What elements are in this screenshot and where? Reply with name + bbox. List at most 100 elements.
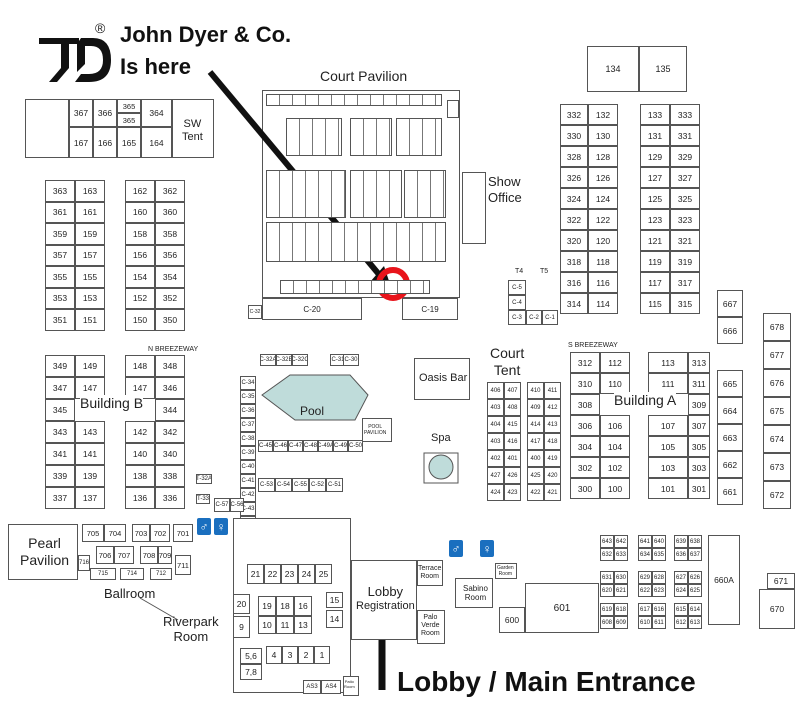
booth[interactable]: 154 (125, 266, 155, 288)
booth[interactable]: 640 (652, 535, 666, 548)
booth[interactable]: 306 (570, 415, 600, 436)
c-4-booth[interactable]: C-4 (508, 295, 526, 310)
booth[interactable]: 160 (125, 201, 155, 223)
booth[interactable]: 11 (276, 616, 294, 634)
booth[interactable]: C-52 (309, 478, 326, 492)
booth[interactable]: C-53 (258, 478, 275, 492)
booth[interactable]: 707 (114, 546, 134, 564)
booth[interactable]: 630 (614, 571, 628, 584)
booth[interactable]: 420 (544, 467, 561, 484)
booth[interactable]: 620 (600, 584, 614, 597)
booth[interactable]: 345 (45, 399, 75, 421)
booth[interactable]: 305 (688, 436, 710, 457)
booth[interactable]: 353 (45, 287, 75, 309)
booth[interactable]: 313 (688, 352, 710, 373)
booth[interactable]: 419 (544, 450, 561, 467)
booth[interactable]: 407 (504, 382, 521, 399)
booth-block[interactable] (350, 170, 402, 218)
booth[interactable]: C-35 (240, 390, 256, 404)
booth[interactable]: 709 (158, 546, 172, 564)
booth[interactable]: 408 (504, 399, 521, 416)
booth[interactable]: 702 (150, 524, 170, 542)
booth[interactable]: 342 (155, 421, 185, 443)
booth[interactable]: 415 (504, 416, 521, 433)
booth[interactable]: 23 (281, 564, 298, 584)
booth[interactable]: 161 (75, 201, 105, 223)
booth[interactable]: C-54 (275, 478, 292, 492)
booth[interactable]: 356 (155, 244, 185, 266)
booth[interactable]: 329 (670, 146, 700, 167)
booth[interactable]: 115 (640, 293, 670, 314)
booth[interactable]: 20 (233, 594, 250, 614)
booth-675[interactable]: 675 (763, 397, 791, 425)
booth[interactable]: 7,8 (240, 664, 262, 680)
booth[interactable]: 136 (125, 487, 155, 509)
booth[interactable]: 400 (527, 450, 544, 467)
booth[interactable]: 118 (588, 251, 618, 272)
booth[interactable]: 424 (487, 484, 504, 501)
booth[interactable]: 633 (614, 548, 628, 561)
booth-block[interactable] (280, 280, 430, 294)
c-1-booth[interactable]: C-1 (542, 310, 558, 325)
booth[interactable]: 351 (45, 309, 75, 331)
booth[interactable]: 320 (560, 230, 588, 251)
booth[interactable]: 107 (648, 415, 688, 436)
booth-block[interactable] (396, 118, 442, 156)
booth[interactable]: 637 (688, 548, 702, 561)
booth[interactable]: 411 (544, 382, 561, 399)
booth[interactable]: 155 (75, 266, 105, 288)
booth[interactable]: C-32C (292, 354, 308, 366)
booth[interactable]: 317 (670, 272, 700, 293)
booth[interactable]: C-34 (240, 376, 256, 390)
booth[interactable]: T-32A (196, 474, 212, 484)
booth[interactable]: 612 (674, 616, 688, 629)
booth[interactable]: 24 (298, 564, 315, 584)
booth[interactable]: 159 (75, 223, 105, 245)
booth-676[interactable]: 676 (763, 369, 791, 397)
booth[interactable]: 418 (544, 433, 561, 450)
booth[interactable]: 703 (132, 524, 150, 542)
booth[interactable]: 617 (638, 603, 652, 616)
booth[interactable]: 365 (117, 113, 141, 127)
booth[interactable]: 367 (69, 99, 93, 127)
booth[interactable]: 328 (560, 146, 588, 167)
booth[interactable]: 15 (326, 592, 343, 608)
booth[interactable]: C-36 (240, 404, 256, 418)
booth[interactable]: 336 (155, 487, 185, 509)
booth[interactable]: C-37 (240, 418, 256, 432)
booth[interactable]: 158 (125, 223, 155, 245)
booth[interactable]: 338 (155, 465, 185, 487)
booth[interactable]: 122 (588, 209, 618, 230)
booth[interactable]: 157 (75, 244, 105, 266)
booth[interactable]: 641 (638, 535, 652, 548)
booth[interactable]: C-50 (348, 440, 363, 452)
booth[interactable]: 167 (69, 127, 93, 158)
booth[interactable]: 343 (45, 421, 75, 443)
booth[interactable]: 126 (588, 167, 618, 188)
booth[interactable]: 153 (75, 287, 105, 309)
booth[interactable]: C-51 (326, 478, 343, 492)
booth[interactable]: 137 (75, 487, 105, 509)
booth[interactable]: C-56 (230, 498, 244, 512)
booth[interactable]: C-32A (260, 354, 276, 366)
booth[interactable]: 117 (640, 272, 670, 293)
booth[interactable]: 704 (104, 524, 126, 542)
booth[interactable]: 303 (688, 457, 710, 478)
booth[interactable]: 119 (640, 251, 670, 272)
booth[interactable]: 348 (155, 355, 185, 377)
booth[interactable]: 622 (638, 584, 652, 597)
booth[interactable]: 706 (96, 546, 114, 564)
booth[interactable]: 21 (247, 564, 264, 584)
c-32-booth[interactable]: C-32 (248, 305, 262, 319)
booth[interactable]: 406 (487, 382, 504, 399)
booth[interactable]: 422 (527, 484, 544, 501)
booth[interactable]: 141 (75, 443, 105, 465)
booth[interactable]: 632 (600, 548, 614, 561)
booth[interactable]: 401 (504, 450, 521, 467)
booth[interactable]: 349 (45, 355, 75, 377)
booth[interactable]: 121 (640, 230, 670, 251)
booth[interactable]: C-42 (240, 488, 256, 502)
booth[interactable]: 355 (45, 266, 75, 288)
booth[interactable]: 413 (544, 416, 561, 433)
booth[interactable]: 14 (326, 610, 343, 628)
